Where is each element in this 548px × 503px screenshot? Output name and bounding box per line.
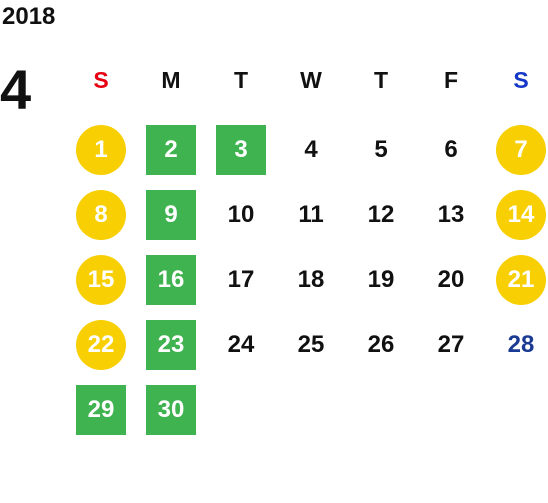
- day-cell-25[interactable]: 25: [297, 331, 325, 358]
- day-cell-23[interactable]: 23: [146, 320, 196, 370]
- day-cell-13[interactable]: 13: [437, 201, 465, 228]
- year-label: 2018: [2, 3, 56, 30]
- month-number: 4: [0, 58, 32, 121]
- day-cell-26[interactable]: 26: [367, 331, 395, 358]
- day-cell-7[interactable]: 7: [496, 125, 546, 175]
- day-cell-19[interactable]: 19: [367, 266, 395, 293]
- day-cell-12[interactable]: 12: [367, 201, 395, 228]
- day-cell-20[interactable]: 20: [437, 266, 465, 293]
- day-cell-6[interactable]: 6: [444, 136, 458, 163]
- day-cell-27[interactable]: 27: [437, 331, 465, 358]
- day-cell-17[interactable]: 17: [227, 266, 255, 293]
- day-cell-30[interactable]: 30: [146, 385, 196, 435]
- day-cell-3[interactable]: 3: [216, 125, 266, 175]
- day-cell-5[interactable]: 5: [374, 136, 388, 163]
- weekday-mon: M: [161, 67, 181, 93]
- day-cell-1[interactable]: 1: [76, 125, 126, 175]
- day-cell-16[interactable]: 16: [146, 255, 196, 305]
- day-cell-21[interactable]: 21: [496, 255, 546, 305]
- day-cell-28[interactable]: 28: [507, 331, 535, 358]
- day-cell-4[interactable]: 4: [304, 136, 318, 163]
- day-cell-8[interactable]: 8: [76, 190, 126, 240]
- day-cell-15[interactable]: 15: [76, 255, 126, 305]
- day-cell-9[interactable]: 9: [146, 190, 196, 240]
- weekday-tue: T: [233, 67, 249, 93]
- day-cell-18[interactable]: 18: [297, 266, 325, 293]
- weekday-wed: W: [300, 67, 322, 93]
- weekday-fri: F: [443, 67, 459, 93]
- day-cell-11[interactable]: 11: [298, 201, 324, 228]
- weekday-thu: T: [373, 67, 389, 93]
- day-cell-14[interactable]: 14: [496, 190, 546, 240]
- day-cell-29[interactable]: 29: [76, 385, 126, 435]
- day-cell-22[interactable]: 22: [76, 320, 126, 370]
- day-cell-10[interactable]: 10: [227, 201, 255, 228]
- day-cell-24[interactable]: 24: [227, 331, 255, 358]
- day-cell-2[interactable]: 2: [146, 125, 196, 175]
- weekday-sat: S: [513, 67, 529, 93]
- weekday-sun: S: [93, 67, 109, 93]
